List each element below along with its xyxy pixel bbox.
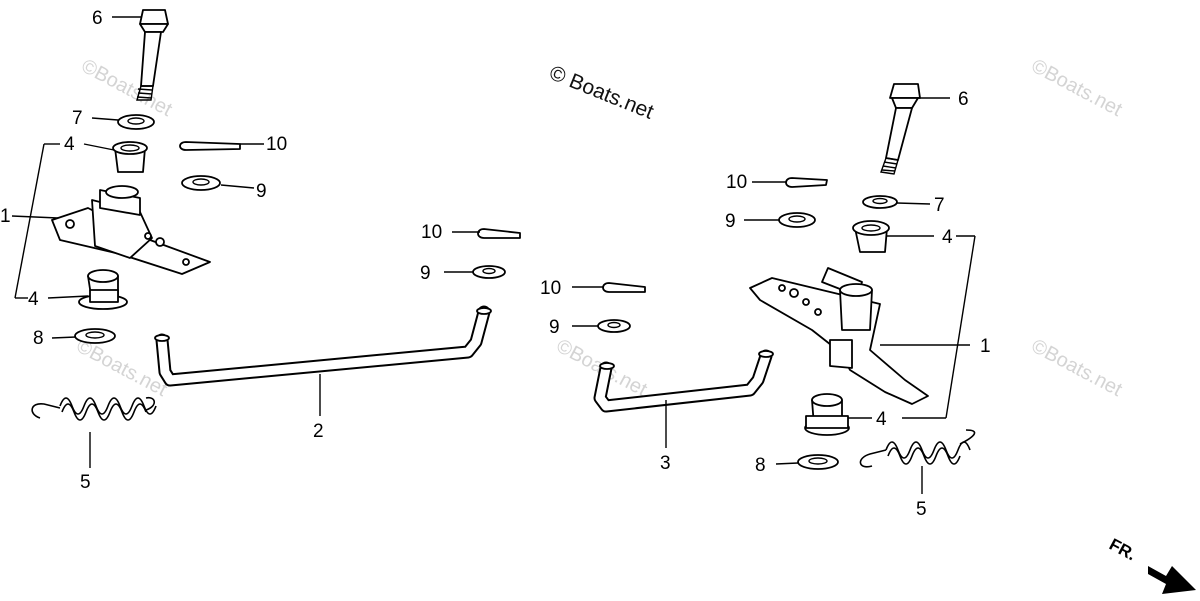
washer-9-left bbox=[181, 175, 221, 191]
callout-10-center-lower: 10 bbox=[540, 278, 561, 299]
callout-2: 2 bbox=[313, 421, 324, 442]
bracket-1-left bbox=[51, 185, 211, 275]
callout-9-center-upper: 9 bbox=[420, 263, 431, 284]
spring-5-left bbox=[31, 396, 157, 421]
callout-10-left: 10 bbox=[266, 134, 287, 155]
washer-9-center-upper bbox=[472, 265, 506, 279]
washer-9-center-lower bbox=[597, 319, 631, 333]
callout-5-left: 5 bbox=[80, 472, 91, 493]
callout-10-center-upper: 10 bbox=[421, 222, 442, 243]
callout-1-left: 1 bbox=[0, 206, 11, 227]
cotter-pin-10-left bbox=[179, 141, 241, 151]
callout-6-left: 6 bbox=[92, 8, 103, 29]
callout-5-right: 5 bbox=[916, 499, 927, 520]
bushing-4-left-bottom bbox=[78, 269, 128, 310]
cotter-pin-10-right bbox=[785, 177, 828, 188]
callout-9-left: 9 bbox=[256, 181, 267, 202]
bolt-left bbox=[136, 9, 169, 101]
callout-8-right: 8 bbox=[755, 455, 766, 476]
bushing-4-right-top bbox=[852, 220, 890, 253]
watermark-mid-right: ©Boats.net bbox=[1028, 335, 1126, 401]
spring-5-right bbox=[859, 429, 976, 468]
callout-4-left-top: 4 bbox=[64, 134, 75, 155]
callout-8-left: 8 bbox=[33, 328, 44, 349]
callout-9-center-lower: 9 bbox=[549, 317, 560, 338]
rod-2 bbox=[154, 305, 492, 387]
bushing-4-left-top bbox=[112, 141, 148, 173]
bracket-1-right bbox=[749, 267, 929, 405]
callout-4-right-top: 4 bbox=[942, 227, 953, 248]
washer-7-left bbox=[117, 114, 155, 130]
washer-7-right bbox=[862, 195, 898, 209]
callout-9-right: 9 bbox=[725, 211, 736, 232]
callout-10-right: 10 bbox=[726, 172, 747, 193]
watermark-top-left: ©Boats.net bbox=[78, 55, 176, 121]
watermark-top-right: ©Boats.net bbox=[1028, 55, 1126, 121]
washer-8-left bbox=[74, 328, 116, 344]
callout-7-left: 7 bbox=[72, 108, 83, 129]
rod-3 bbox=[593, 349, 774, 413]
bolt-right bbox=[880, 83, 921, 175]
callout-4-right-bottom: 4 bbox=[876, 409, 887, 430]
washer-9-right bbox=[778, 212, 816, 228]
cotter-pin-10-center-upper bbox=[477, 228, 521, 239]
callout-6-right: 6 bbox=[958, 89, 969, 110]
bushing-4-right-bottom bbox=[804, 393, 850, 436]
front-label: FR. bbox=[1106, 535, 1139, 565]
front-direction-indicator: FR. bbox=[1106, 535, 1196, 594]
callout-7-right: 7 bbox=[934, 195, 945, 216]
callout-3: 3 bbox=[660, 453, 671, 474]
washer-8-right bbox=[797, 454, 839, 470]
cotter-pin-10-center-lower bbox=[602, 282, 646, 293]
callout-1-right: 1 bbox=[980, 336, 991, 357]
front-arrow-icon bbox=[1148, 566, 1196, 594]
callout-4-left-bottom: 4 bbox=[28, 289, 39, 310]
copyright-text: © Boats.net bbox=[546, 61, 657, 124]
